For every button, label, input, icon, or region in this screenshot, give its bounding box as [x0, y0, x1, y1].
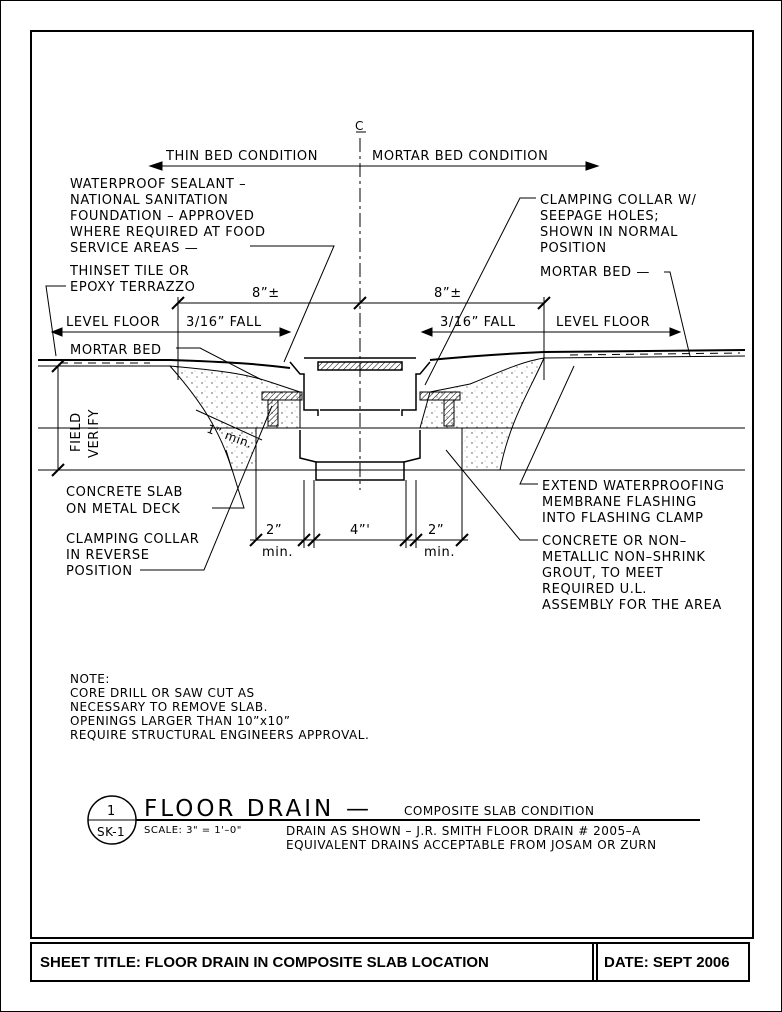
svg-text:CONCRETE SLAB: CONCRETE SLAB	[66, 485, 183, 500]
detail-title-text: FLOOR DRAIN	[144, 796, 334, 822]
fall-right: 3/16” FALL	[440, 315, 516, 330]
spec-line-1: DRAIN AS SHOWN – J.R. SMITH FLOOR DRAIN …	[286, 824, 641, 838]
spec-line-2: EQUIVALENT DRAINS ACCEPTABLE FROM JOSAM …	[286, 838, 657, 852]
svg-text:THINSET TILE OR: THINSET TILE OR	[69, 264, 189, 279]
detail-sheet-ref: SK-1	[97, 825, 125, 839]
level-floor-arrows	[50, 327, 682, 337]
svg-text:OPENINGS LARGER THAN 10”x10”: OPENINGS LARGER THAN 10”x10”	[70, 714, 290, 728]
membrane-note: EXTEND WATERPROOFING MEMBRANE FLASHING I…	[542, 479, 725, 526]
level-floor-right: LEVEL FLOOR	[556, 315, 650, 330]
grout-note: CONCRETE OR NON– METALLIC NON–SHRINK GRO…	[542, 534, 722, 613]
svg-text:WHERE REQUIRED AT FOOD: WHERE REQUIRED AT FOOD	[70, 225, 266, 240]
svg-text:ASSEMBLY FOR THE AREA: ASSEMBLY FOR THE AREA	[542, 598, 722, 613]
verify-label: VERIFY	[87, 409, 102, 458]
svg-text:NOTE:: NOTE:	[70, 672, 110, 686]
concrete-fill-right	[419, 357, 545, 471]
svg-text:CLAMPING COLLAR W/: CLAMPING COLLAR W/	[540, 193, 697, 208]
detail-title: 1 SK-1 FLOOR DRAIN — COMPOSITE SLAB COND…	[87, 795, 700, 852]
svg-text:REQUIRE STRUCTURAL ENGINEERS A: REQUIRE STRUCTURAL ENGINEERS APPROVAL.	[70, 728, 369, 742]
dim-2-right: 2”	[428, 523, 444, 538]
mortar-bed-label: MORTAR BED CONDITION	[372, 149, 548, 164]
dimension-8-left: 8”±	[252, 286, 280, 301]
svg-text:FOUNDATION – APPROVED: FOUNDATION – APPROVED	[70, 209, 254, 224]
general-note: NOTE: CORE DRILL OR SAW CUT AS NECESSARY…	[70, 672, 369, 742]
drain-body	[289, 357, 431, 481]
field-label: FIELD	[69, 412, 84, 452]
dimension-8-right: 8”±	[434, 286, 462, 301]
clamp-reverse-note: CLAMPING COLLAR IN REVERSE POSITION	[66, 532, 199, 579]
sheet-title: SHEET TITLE: FLOOR DRAIN IN COMPOSITE SL…	[40, 954, 489, 971]
min-right: min.	[424, 545, 455, 560]
floor-surface	[38, 349, 746, 471]
sealant-note: WATERPROOF SEALANT – NATIONAL SANITATION…	[70, 177, 266, 256]
svg-text:WATERPROOF SEALANT –: WATERPROOF SEALANT –	[70, 177, 246, 192]
svg-text:IN REVERSE: IN REVERSE	[66, 548, 150, 563]
svg-text:GROUT, TO MEET: GROUT, TO MEET	[542, 566, 663, 581]
svg-text:SEEPAGE HOLES;: SEEPAGE HOLES;	[540, 209, 659, 224]
clamp-normal-note: CLAMPING COLLAR W/ SEEPAGE HOLES; SHOWN …	[540, 193, 697, 256]
thinset-note: THINSET TILE OR EPOXY TERRAZZO	[69, 264, 195, 295]
thin-bed-label: THIN BED CONDITION	[165, 149, 318, 164]
field-verify-dim	[51, 359, 65, 477]
title-block-divider	[592, 944, 598, 980]
svg-text:NECESSARY TO REMOVE SLAB.: NECESSARY TO REMOVE SLAB.	[70, 700, 268, 714]
svg-text:SERVICE AREAS —: SERVICE AREAS —	[70, 241, 198, 256]
min-left: min.	[262, 545, 293, 560]
detail-subtitle: COMPOSITE SLAB CONDITION	[404, 804, 594, 818]
mortar-bed-left-label: MORTAR BED	[70, 343, 162, 358]
clamp-left	[261, 391, 303, 401]
svg-text:POSITION: POSITION	[540, 241, 607, 256]
svg-text:CLAMPING COLLAR: CLAMPING COLLAR	[66, 532, 199, 547]
svg-text:NATIONAL SANITATION: NATIONAL SANITATION	[70, 193, 229, 208]
concrete-fill-left	[168, 365, 301, 471]
clamp-right	[419, 391, 461, 401]
core-opening	[255, 428, 463, 548]
svg-text:INTO FLASHING CLAMP: INTO FLASHING CLAMP	[542, 511, 704, 526]
svg-text:EPOXY TERRAZZO: EPOXY TERRAZZO	[70, 280, 195, 295]
svg-text:SHOWN IN NORMAL: SHOWN IN NORMAL	[540, 225, 678, 240]
dimension-8in	[171, 296, 551, 380]
detail-scale: SCALE: 3" = 1'–0"	[144, 825, 242, 836]
svg-text:POSITION: POSITION	[66, 564, 133, 579]
sheet-date: DATE: SEPT 2006	[604, 954, 730, 971]
slab-note: CONCRETE SLAB ON METAL DECK	[66, 485, 183, 517]
condition-arrow	[148, 161, 600, 171]
title-block: SHEET TITLE: FLOOR DRAIN IN COMPOSITE SL…	[30, 942, 750, 982]
centerline-mark: C	[355, 119, 364, 133]
bottom-dimensions	[249, 533, 469, 547]
svg-text:ON METAL DECK: ON METAL DECK	[66, 502, 180, 517]
detail-dash: —	[346, 796, 372, 822]
dim-2-left: 2”	[266, 523, 282, 538]
detail-number: 1	[107, 804, 116, 819]
svg-text:EXTEND WATERPROOFING: EXTEND WATERPROOFING	[542, 479, 725, 494]
svg-text:REQUIRED U.L.: REQUIRED U.L.	[542, 582, 647, 597]
svg-text:CONCRETE OR NON–: CONCRETE OR NON–	[542, 534, 687, 549]
drawing-frame	[30, 30, 754, 939]
svg-text:CORE DRILL OR SAW CUT AS: CORE DRILL OR SAW CUT AS	[70, 686, 255, 700]
level-floor-left: LEVEL FLOOR	[66, 315, 160, 330]
svg-text:METALLIC NON–SHRINK: METALLIC NON–SHRINK	[542, 550, 706, 565]
svg-text:MEMBRANE FLASHING: MEMBRANE FLASHING	[542, 495, 697, 510]
dim-4: 4”'	[350, 523, 370, 538]
fall-left: 3/16” FALL	[186, 315, 262, 330]
mortar-bed-right-label: MORTAR BED —	[540, 265, 650, 280]
